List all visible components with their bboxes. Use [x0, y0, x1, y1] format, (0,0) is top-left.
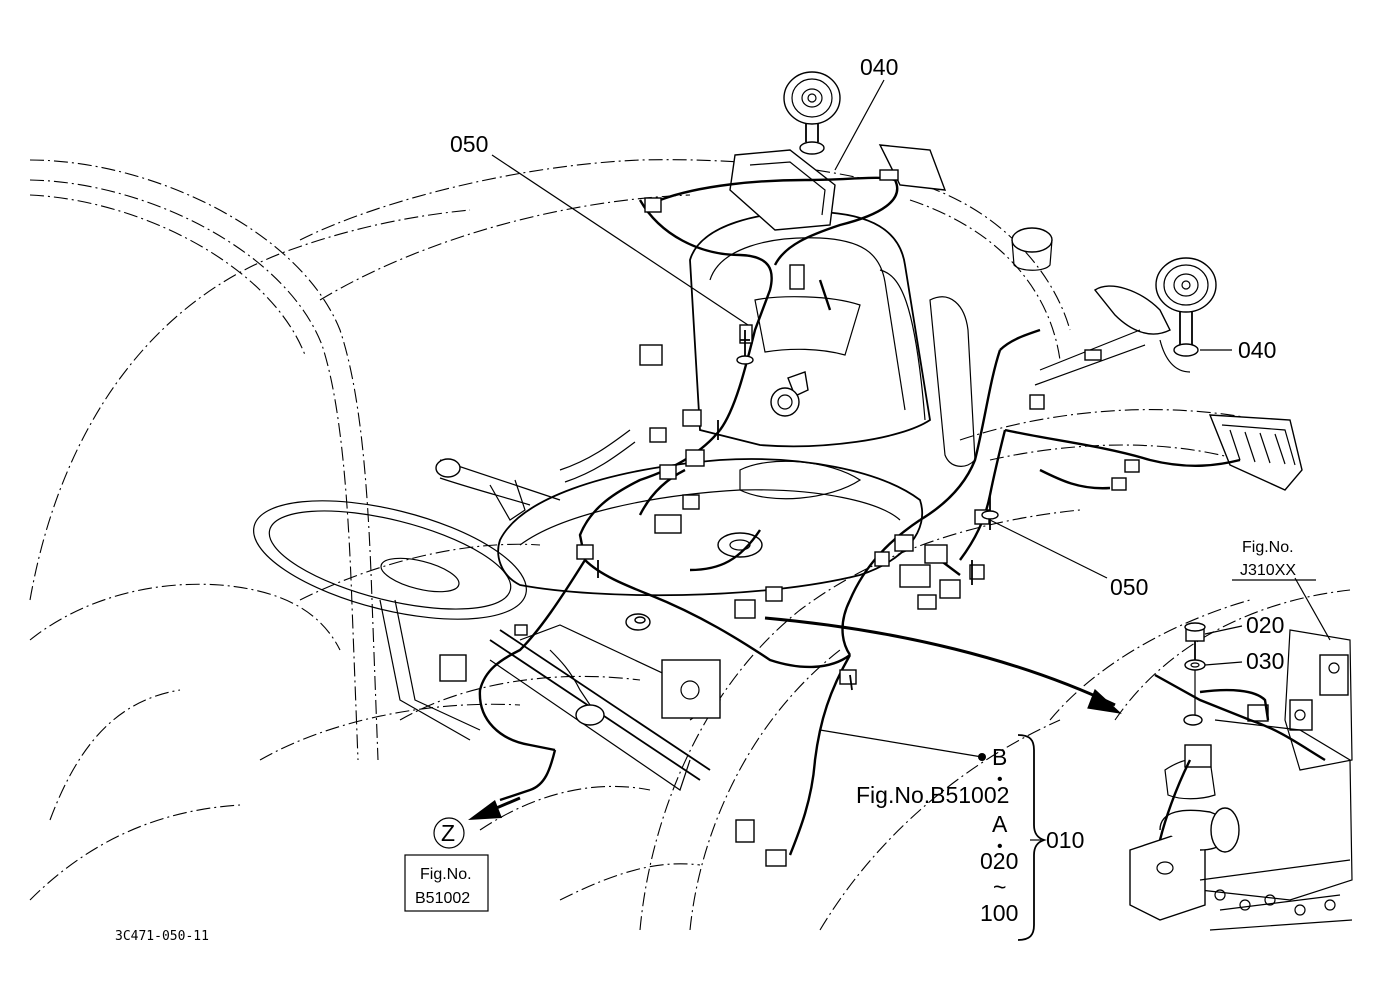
clamp-bolts — [597, 330, 999, 691]
steering-wheel — [253, 500, 527, 741]
operator-seat — [489, 210, 976, 791]
label-part-030: 030 — [1246, 648, 1284, 674]
label-ref-b: B — [992, 744, 1007, 770]
control-levers — [435, 429, 636, 521]
harness-connectors — [439, 169, 1140, 867]
label-fig-ref-b51002: Fig.No.B51002 — [856, 782, 1009, 808]
label-ref-a: A — [992, 811, 1008, 837]
label-ref-z: Z — [441, 820, 455, 846]
label-range-end: 100 — [980, 900, 1018, 926]
label-part-050-top: 050 — [450, 131, 488, 157]
label-range-start: 020 — [980, 848, 1018, 874]
label-part-050-right: 050 — [1110, 574, 1148, 600]
label-fig-ref-j-line1: Fig.No. — [1242, 539, 1294, 556]
fig-ref-box-z — [404, 817, 489, 912]
label-fig-ref-z-line2: B51002 — [415, 890, 470, 907]
valve-assembly — [1114, 589, 1353, 931]
label-range-tilde: ~ — [993, 874, 1006, 900]
label-part-020: 020 — [1246, 612, 1284, 638]
dot-b: • — [997, 771, 1003, 788]
transfer-arrows — [468, 616, 1122, 820]
fuel-cap — [1011, 227, 1053, 271]
body-outlines — [29, 159, 1261, 931]
group-brace — [1017, 734, 1047, 941]
dot-a: • — [997, 838, 1003, 855]
label-fig-ref-z-line1: Fig.No. — [420, 866, 472, 883]
label-part-040-right: 040 — [1238, 337, 1276, 363]
work-light-right — [1034, 257, 1303, 491]
label-part-010: 010 — [1046, 827, 1084, 853]
drawing-code: 3C471-050-11 — [115, 929, 209, 944]
leader-lines — [491, 79, 1331, 841]
work-light-top — [729, 71, 947, 231]
wire-harness — [478, 176, 1241, 856]
label-part-040-top: 040 — [860, 54, 898, 80]
label-fig-ref-j-line2: J310XX — [1240, 562, 1296, 579]
